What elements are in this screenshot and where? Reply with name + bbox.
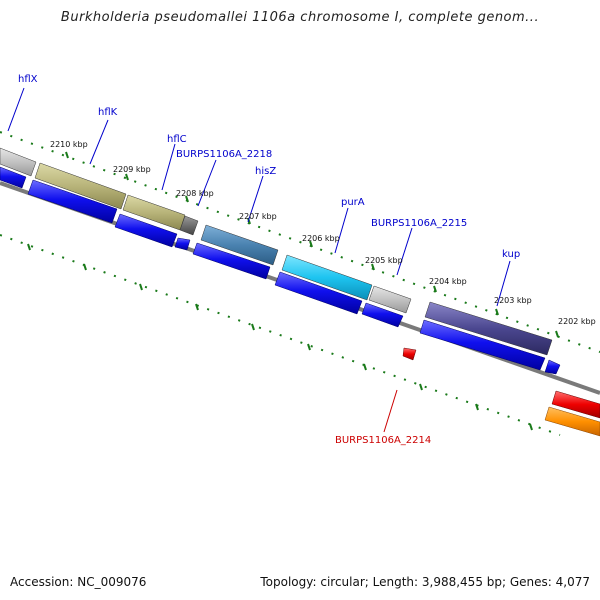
scale-label: 2210 kbp [50, 140, 88, 149]
scale-label: 2203 kbp [494, 296, 532, 305]
gene-burps2214-feature[interactable] [402, 347, 417, 361]
inner-scale-ring [0, 234, 561, 436]
gene-kup-feature[interactable] [424, 301, 553, 356]
cds-lane [0, 166, 561, 375]
inner-ring-major-ticks [27, 243, 533, 431]
genome-summary: Topology: circular; Length: 3,988,455 bp… [260, 575, 590, 589]
label-leader-red [383, 389, 398, 433]
outer-ring-major-ticks [65, 151, 559, 338]
cds-arrow[interactable] [544, 359, 561, 375]
scale-label: 2206 kbp [302, 234, 340, 243]
cds-arrow[interactable] [192, 242, 271, 280]
scale-label: 2207 kbp [239, 212, 277, 221]
orange-feature-right[interactable] [544, 406, 600, 437]
gene-hflX-feature[interactable] [0, 147, 37, 177]
label-leaders [7, 87, 511, 307]
gene-hflK-feature[interactable] [34, 162, 127, 210]
gene-burps2215-feature[interactable] [368, 285, 412, 314]
cds-arrow[interactable] [27, 179, 118, 224]
gene-hisZ-feature[interactable] [200, 224, 279, 266]
gene-purA-feature[interactable] [281, 254, 373, 301]
accession-text: Accession: NC_009076 [10, 575, 147, 589]
scale-label: 2202 kbp [558, 317, 596, 326]
feature-lane-upper [0, 147, 553, 356]
cds-arrow[interactable] [419, 319, 546, 371]
gene-label-kup[interactable]: kup [502, 249, 520, 260]
red-feature-right[interactable] [551, 390, 600, 419]
cds-arrow[interactable] [361, 302, 404, 328]
scale-label: 2208 kbp [176, 189, 214, 198]
gene-label-burps2218[interactable]: BURPS1106A_2218 [176, 149, 272, 160]
cds-arrow[interactable] [114, 213, 178, 248]
scale-label: 2205 kbp [365, 256, 403, 265]
gene-label-hisZ[interactable]: hisZ [255, 166, 276, 177]
gene-label-hflK[interactable]: hflK [98, 107, 118, 118]
gene-label-burps2214[interactable]: BURPS1106A_2214 [335, 435, 431, 446]
cds-arrow[interactable] [274, 271, 363, 315]
outer-scale-ring [0, 131, 600, 353]
cds-arrow[interactable] [174, 237, 191, 251]
map-title: Burkholderia pseudomallei 1106a chromoso… [60, 10, 540, 25]
gene-label-burps2215[interactable]: BURPS1106A_2215 [371, 218, 467, 229]
gene-label-hflC[interactable]: hflC [167, 134, 187, 145]
gene-label-hflX[interactable]: hflX [18, 74, 38, 85]
gene-label-purA[interactable]: purA [341, 197, 365, 208]
cds-arrow[interactable] [0, 166, 27, 189]
gene-burps2218-feature[interactable] [179, 215, 199, 236]
scale-label: 2209 kbp [113, 165, 151, 174]
scale-label: 2204 kbp [429, 277, 467, 286]
